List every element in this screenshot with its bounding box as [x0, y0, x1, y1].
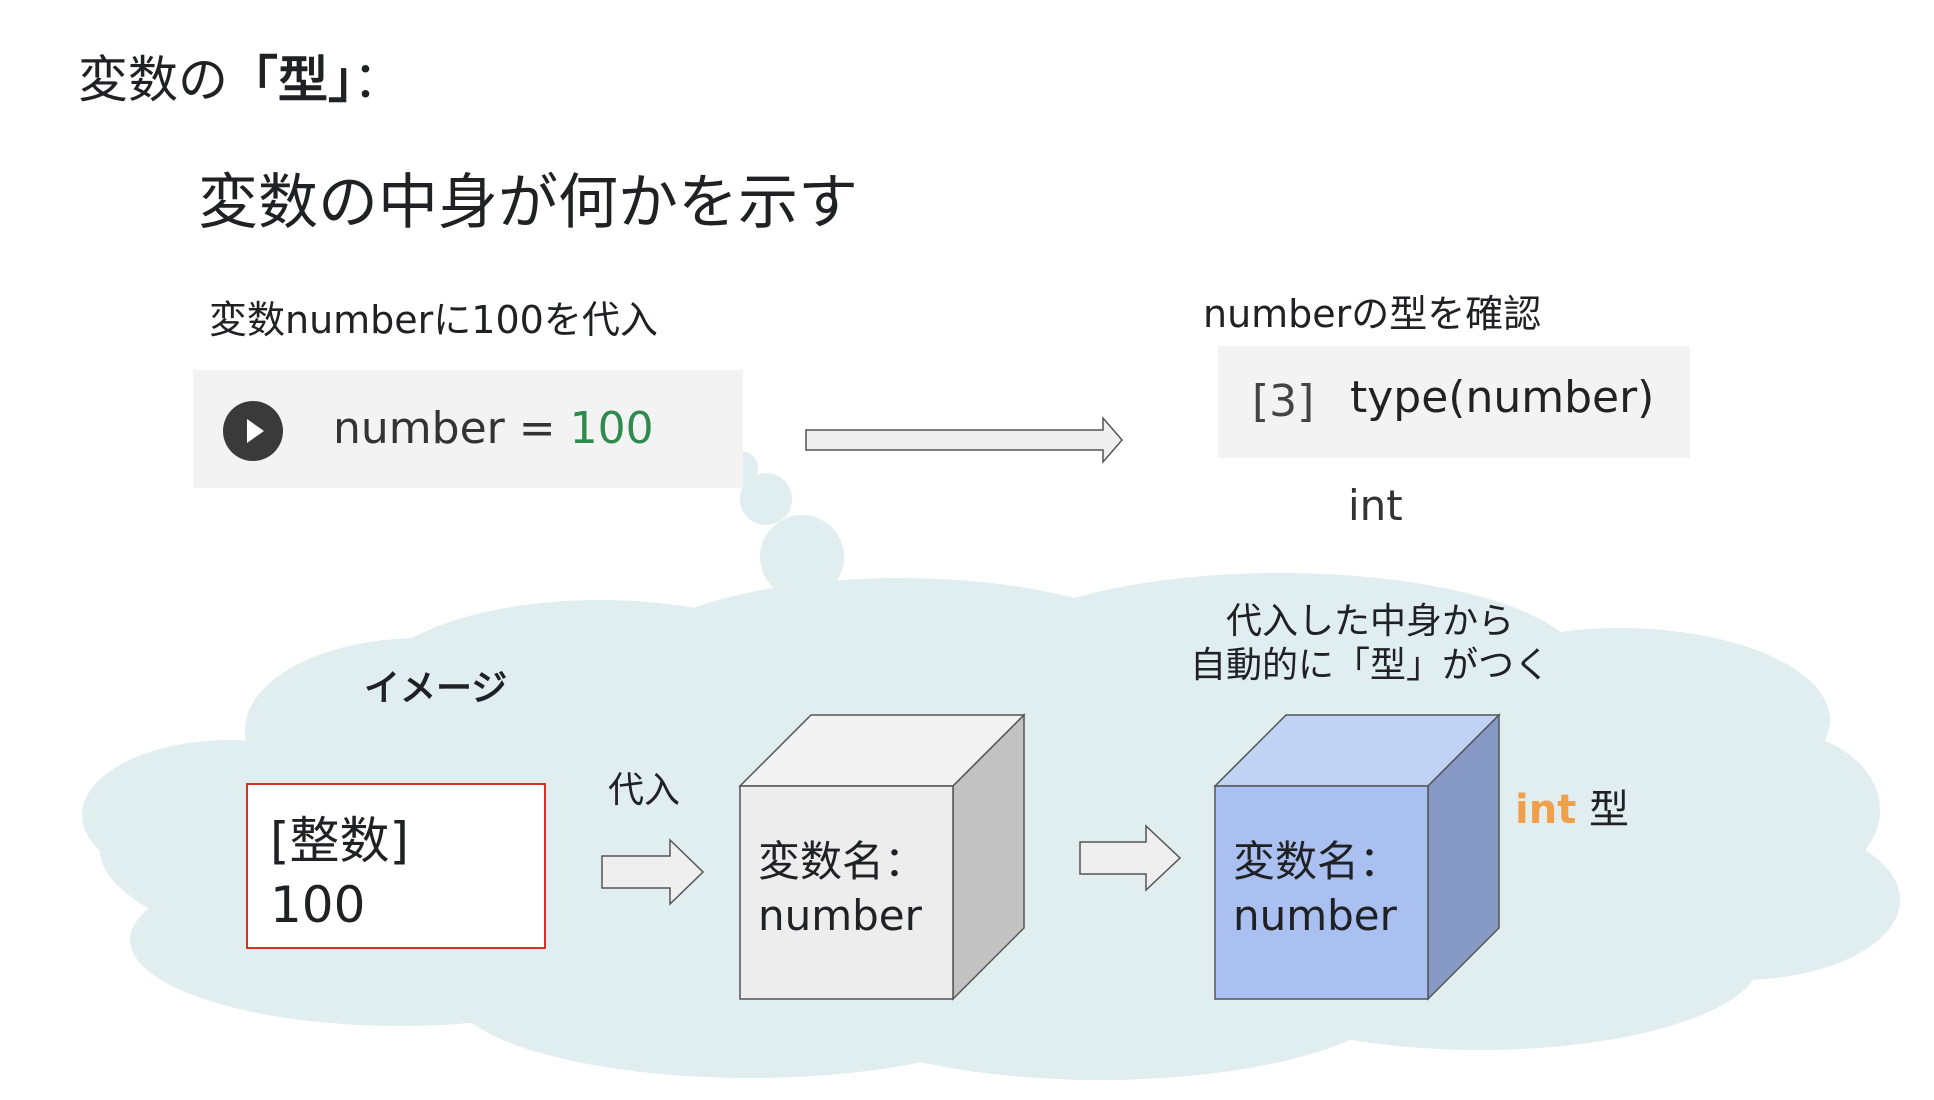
- type-result: int 型: [1515, 784, 1629, 836]
- assign-caption: 変数numberに100を代入: [209, 298, 658, 342]
- integer-value: 100: [270, 876, 366, 934]
- page-title: 変数の「型」：: [78, 48, 403, 112]
- code-type-call: type(number): [1350, 372, 1655, 423]
- type-suffix: 型: [1576, 787, 1630, 833]
- code-value: 100: [569, 403, 654, 454]
- image-label: イメージ: [364, 668, 508, 709]
- type-keyword: int: [1515, 787, 1577, 833]
- title-suffix: ：: [353, 51, 403, 109]
- variable-box-typed: [1213, 713, 1501, 1001]
- check-type-caption: numberの型を確認: [1203, 292, 1542, 336]
- cell-prompt: [3]: [1252, 376, 1315, 427]
- box2-name-label: 変数名：: [1233, 837, 1402, 886]
- box1-name-value: number: [758, 891, 922, 940]
- box2-name-value: number: [1233, 891, 1397, 940]
- title-prefix: 変数の: [78, 51, 228, 109]
- code-cell-assign[interactable]: number = 100: [193, 370, 743, 488]
- auto-type-note: 代入した中身から 自動的に「型」がつく: [1180, 600, 1560, 688]
- arrow-right-icon: [601, 838, 705, 906]
- integer-value-box: [整数] 100: [246, 783, 546, 949]
- box2-front-face: [1214, 785, 1429, 1000]
- integer-type-label: [整数]: [270, 812, 410, 870]
- auto-type-note-line2: 自動的に「型」がつく: [1189, 645, 1550, 686]
- arrow-right-icon: [805, 415, 1123, 465]
- variable-box-plain: [738, 713, 1026, 1001]
- auto-type-note-line1: 代入した中身から: [1225, 601, 1514, 642]
- title-bold: 「型」: [228, 51, 353, 109]
- code-assign: number = 100: [333, 401, 654, 457]
- arrow-right-icon: [1079, 824, 1182, 892]
- code-var: number =: [333, 403, 570, 454]
- cell-output: int: [1348, 481, 1403, 530]
- run-button-icon[interactable]: [223, 401, 283, 461]
- box1-name-label: 変数名：: [758, 837, 927, 886]
- code-cell-type[interactable]: [3] type(number): [1218, 346, 1690, 458]
- subtitle: 変数の中身が何かを示す: [198, 168, 858, 238]
- assign-label: 代入: [608, 770, 681, 811]
- box1-front-face: [739, 785, 954, 1000]
